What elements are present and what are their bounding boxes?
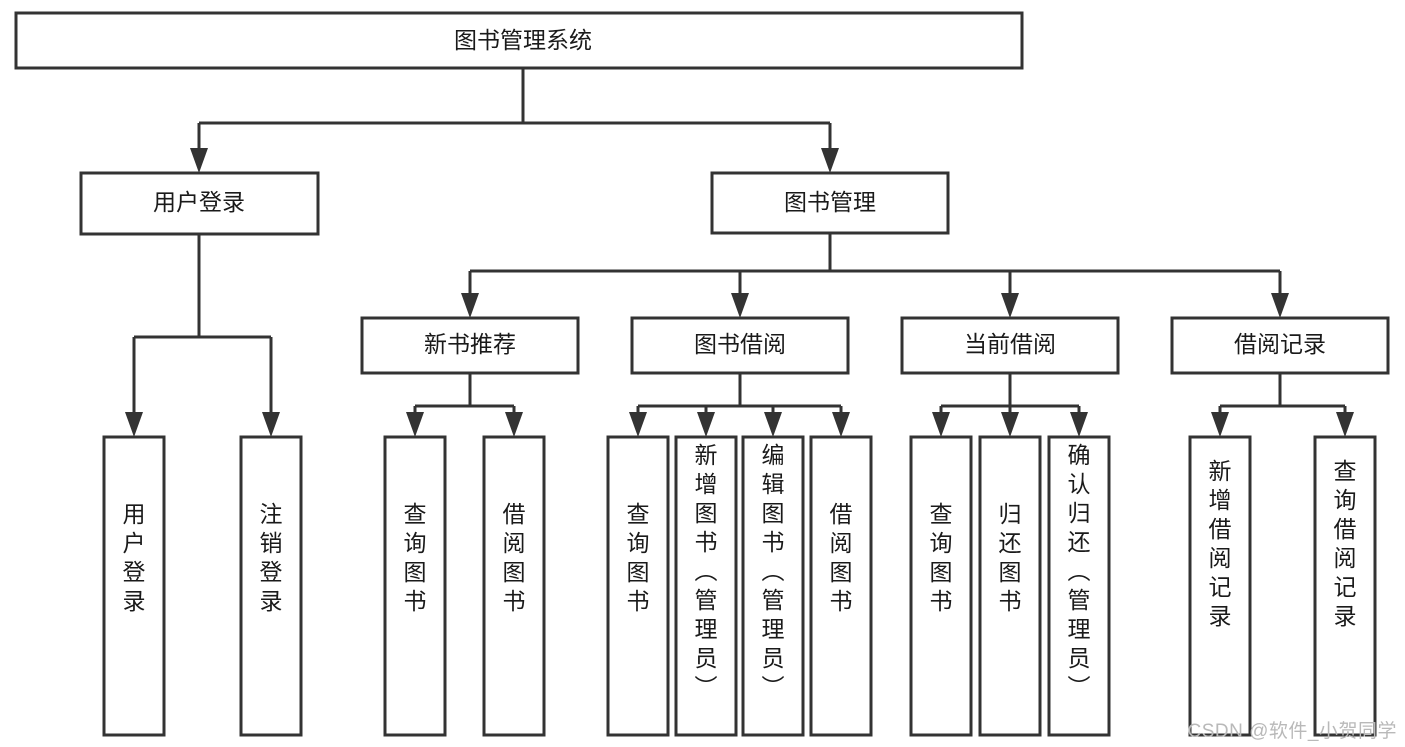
arrow-to-book-borrow [731,293,749,318]
arrow-to-new-book-recommend [461,293,479,318]
arrow-to-leaf-confirm-return [1070,412,1088,437]
arrow-to-leaf-logout-login [262,412,280,437]
node-leaf-borrow-book-2-box[interactable] [809,435,873,737]
node-leaf-borrow-book-1[interactable]: 借阅图书 [482,435,546,737]
arrow-to-leaf-edit-book [764,412,782,437]
arrow-to-leaf-add-borrow-record [1211,412,1229,437]
node-leaf-borrow-book-2[interactable]: 借阅图书 [809,435,873,737]
node-current-borrow[interactable]: 当前借阅 [900,316,1120,375]
arrow-root-to-user-login [190,148,208,173]
node-leaf-user-login-box[interactable] [102,435,166,737]
node-leaf-logout-login-box[interactable] [239,435,303,737]
arrow-to-current-borrow [1001,293,1019,318]
arrow-to-leaf-borrow-book-1 [505,412,523,437]
node-leaf-return-book-label: 归还图书 [999,501,1022,614]
node-leaf-query-book-2-box[interactable] [606,435,670,737]
node-leaf-query-book-1-box[interactable] [383,435,447,737]
node-current-borrow-label: 当前借阅 [964,331,1056,357]
node-new-book-recommend-label: 新书推荐 [424,331,516,357]
node-leaf-borrow-book-2-label: 借阅图书 [830,501,853,614]
node-leaf-borrow-book-1-box[interactable] [482,435,546,737]
node-leaf-query-book-2[interactable]: 查询图书 [606,435,670,737]
node-leaf-query-book-3[interactable]: 查询图书 [909,435,973,737]
node-book-borrow-label: 图书借阅 [694,331,786,357]
node-user-login-label: 用户登录 [153,189,245,215]
node-leaf-add-borrow-record-box[interactable] [1188,435,1252,737]
arrow-to-leaf-query-book-3 [932,412,950,437]
arrow-root-to-book-manage [821,148,839,173]
node-leaf-add-book-box[interactable] [674,435,738,737]
arrow-to-leaf-borrow-book-2 [832,412,850,437]
node-leaf-return-book-box[interactable] [978,435,1042,737]
node-leaf-return-book[interactable]: 归还图书 [978,435,1042,737]
node-leaf-edit-book-label: 编辑图书︵管理员︶ [762,442,785,700]
node-new-book-recommend-box[interactable] [360,316,580,375]
arrow-to-leaf-query-book-1 [406,412,424,437]
node-leaf-borrow-book-1-label: 借阅图书 [503,501,526,614]
connectors-group [125,68,1354,437]
node-leaf-add-book-label: 新增图书︵管理员︶ [695,442,718,700]
node-book-borrow-box[interactable] [630,316,850,375]
arrow-to-leaf-user-login [125,412,143,437]
node-leaf-edit-book[interactable]: 编辑图书︵管理员︶ [741,435,805,737]
node-book-manage-box[interactable] [710,171,950,235]
node-leaf-query-borrow-record-label: 查询借阅记录 [1334,458,1357,629]
node-borrow-record-label: 借阅记录 [1234,331,1326,357]
node-book-manage-label: 图书管理 [784,189,876,215]
arrow-to-leaf-add-book [697,412,715,437]
node-leaf-query-book-2-label: 查询图书 [627,501,650,614]
node-user-login-box[interactable] [79,171,320,236]
node-borrow-record-box[interactable] [1170,316,1390,375]
node-root-label: 图书管理系统 [454,27,592,53]
node-leaf-user-login-label: 用户登录 [123,501,146,614]
node-leaf-confirm-return[interactable]: 确认归还︵管理员︶ [1047,435,1111,737]
node-leaf-query-book-3-box[interactable] [909,435,973,737]
node-book-borrow[interactable]: 图书借阅 [630,316,850,375]
node-leaf-add-borrow-record-label: 新增借阅记录 [1209,458,1232,629]
node-root-box[interactable] [14,11,1024,70]
node-leaf-query-borrow-record-box[interactable] [1313,435,1377,737]
node-leaf-query-borrow-record[interactable]: 查询借阅记录 [1313,435,1377,737]
node-leaf-query-book-1[interactable]: 查询图书 [383,435,447,737]
node-leaf-user-login[interactable]: 用户登录 [102,435,166,737]
node-leaf-logout-login-label: 注销登录 [260,501,283,614]
node-leaf-add-book[interactable]: 新增图书︵管理员︶ [674,435,738,737]
arrow-to-leaf-return-book [1001,412,1019,437]
node-leaf-query-book-1-label: 查询图书 [404,501,427,614]
node-borrow-record[interactable]: 借阅记录 [1170,316,1390,375]
arrow-to-borrow-record [1271,293,1289,318]
node-user-login[interactable]: 用户登录 [79,171,320,236]
node-leaf-confirm-return-box[interactable] [1047,435,1111,737]
node-root[interactable]: 图书管理系统 [14,11,1024,70]
node-leaf-confirm-return-label: 确认归还︵管理员︶ [1068,442,1091,700]
node-current-borrow-box[interactable] [900,316,1120,375]
node-leaf-query-book-3-label: 查询图书 [930,501,953,614]
node-leaf-edit-book-box[interactable] [741,435,805,737]
node-new-book-recommend[interactable]: 新书推荐 [360,316,580,375]
arrow-to-leaf-query-book-2 [629,412,647,437]
node-book-manage[interactable]: 图书管理 [710,171,950,235]
node-leaf-logout-login[interactable]: 注销登录 [239,435,303,737]
node-leaf-add-borrow-record[interactable]: 新增借阅记录 [1188,435,1252,737]
arrow-to-leaf-query-borrow-record [1336,412,1354,437]
